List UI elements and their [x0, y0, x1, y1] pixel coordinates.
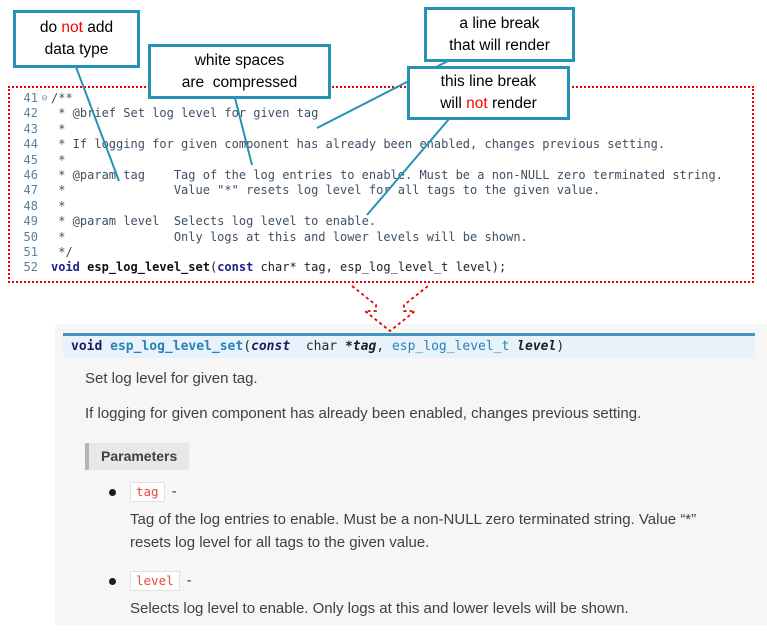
code-lines[interactable]: 41⊖/**42 * @brief Set log level for give…	[16, 91, 723, 276]
callout-text: that will render	[449, 36, 550, 54]
callout-text: do not add	[39, 19, 114, 36]
callout-no-datatype: do not add data type	[13, 10, 140, 68]
callout-linebreak-renders: a line break that will render	[424, 7, 575, 62]
param-name-chip: tag	[130, 482, 165, 502]
code-text: * If logging for given component has alr…	[51, 137, 666, 152]
param-head: tag-	[130, 482, 747, 502]
param-dash: -	[171, 483, 177, 500]
param-head: level-	[130, 570, 747, 591]
param-dash: -	[186, 571, 192, 589]
line-number[interactable]: 52	[23, 260, 38, 275]
code-text: */	[51, 245, 73, 260]
fold-gutter	[38, 106, 51, 121]
emphasis-not: not	[61, 19, 83, 36]
brief-description: Set log level for given tag.	[85, 370, 258, 387]
line-number[interactable]: 50	[23, 229, 38, 244]
code-line[interactable]: 51 */	[16, 245, 723, 260]
code-text: void esp_log_level_set(const char* tag, …	[51, 260, 507, 275]
fold-gutter	[38, 153, 51, 168]
code-text: * Value "*" resets log level for all tag…	[51, 183, 601, 198]
code-text: * @param level Selects log level to enab…	[51, 214, 377, 229]
code-line[interactable]: 47 * Value "*" resets log level for all …	[16, 183, 723, 198]
parameter-item: tag- Tag of the log entries to enable. M…	[109, 482, 747, 555]
code-line[interactable]: 50 * Only logs at this and lower levels …	[16, 230, 723, 245]
sig-function-name[interactable]: esp_log_level_set	[110, 339, 244, 354]
fold-gutter	[38, 260, 51, 275]
fold-gutter	[38, 199, 51, 214]
sig-param-level: level	[517, 339, 557, 354]
callout-text: white spaces	[194, 51, 285, 69]
sig-param-tag: *tag	[344, 339, 377, 354]
code-line[interactable]: 41⊖/**	[16, 91, 723, 106]
sig-type-link[interactable]: esp_log_level_t	[391, 339, 518, 354]
code-line[interactable]: 48 *	[16, 199, 723, 214]
rendered-docs-panel: void esp_log_level_set(const char *tag, …	[55, 324, 767, 625]
line-number[interactable]: 42	[23, 106, 38, 121]
code-line[interactable]: 46 * @param tag Tag of the log entries t…	[16, 168, 723, 183]
fold-gutter	[38, 168, 51, 183]
code-text: *	[51, 121, 66, 136]
code-highlight-frame: 41⊖/**42 * @brief Set log level for give…	[8, 86, 754, 283]
line-number[interactable]: 43	[23, 121, 38, 136]
fold-gutter	[38, 122, 51, 137]
fold-gutter	[38, 245, 51, 260]
code-text: * @brief Set log level for given tag	[51, 106, 319, 121]
code-line[interactable]: 52 void esp_log_level_set(const char* tag…	[16, 260, 723, 275]
fold-toggle-icon[interactable]: ⊖	[41, 93, 48, 104]
sig-const-keyword: const	[251, 339, 291, 354]
line-number[interactable]: 45	[23, 152, 38, 167]
line-number[interactable]: 48	[23, 198, 38, 213]
parameters-list: tag- Tag of the log entries to enable. M…	[55, 482, 767, 620]
line-number[interactable]: 51	[23, 245, 38, 260]
function-signature: void esp_log_level_set(const char *tag, …	[63, 333, 755, 358]
code-text: * Only logs at this and lower levels wil…	[51, 229, 528, 244]
detailed-description: If logging for given component has alrea…	[85, 404, 642, 422]
callout-text: this line break	[440, 73, 537, 90]
line-number[interactable]: 46	[23, 168, 38, 183]
callout-text: will not render	[440, 95, 537, 112]
fold-gutter	[38, 183, 51, 198]
line-number[interactable]: 41	[23, 91, 38, 105]
line-number[interactable]: 47	[23, 183, 38, 198]
line-number[interactable]: 49	[23, 214, 38, 229]
fold-gutter	[38, 230, 51, 245]
parameters-heading: Parameters	[85, 443, 190, 470]
code-text: *	[51, 152, 66, 167]
param-description: Selects log level to enable. Only logs a…	[130, 599, 629, 617]
sig-return-type: void	[71, 339, 111, 354]
fold-gutter	[38, 137, 51, 152]
param-name-chip: level	[130, 570, 180, 591]
callout-text: a line break	[459, 14, 540, 32]
fold-gutter	[38, 214, 51, 229]
code-line[interactable]: 43 *	[16, 122, 723, 137]
callout-text: data type	[44, 41, 109, 58]
callout-linebreak-not-render: this line break will not render	[407, 66, 570, 120]
callout-whitespace-compressed: white spaces are compressed	[148, 44, 331, 99]
param-description: Tag of the log entries to enable. Must b…	[130, 511, 697, 552]
code-line[interactable]: 45 *	[16, 153, 723, 168]
emphasis-not: not	[466, 95, 488, 112]
code-line[interactable]: 49 * @param level Selects log level to e…	[16, 214, 723, 229]
code-line[interactable]: 42 * @brief Set log level for given tag	[16, 106, 723, 121]
line-number[interactable]: 44	[23, 137, 38, 152]
code-line[interactable]: 44 * If logging for given component has …	[16, 137, 723, 152]
parameter-item: level- Selects log level to enable. Only…	[109, 570, 747, 620]
callout-text: are compressed	[181, 73, 298, 91]
code-text: /**	[51, 91, 73, 105]
code-text: * @param tag Tag of the log entries to e…	[51, 168, 723, 183]
code-text: *	[51, 198, 66, 213]
